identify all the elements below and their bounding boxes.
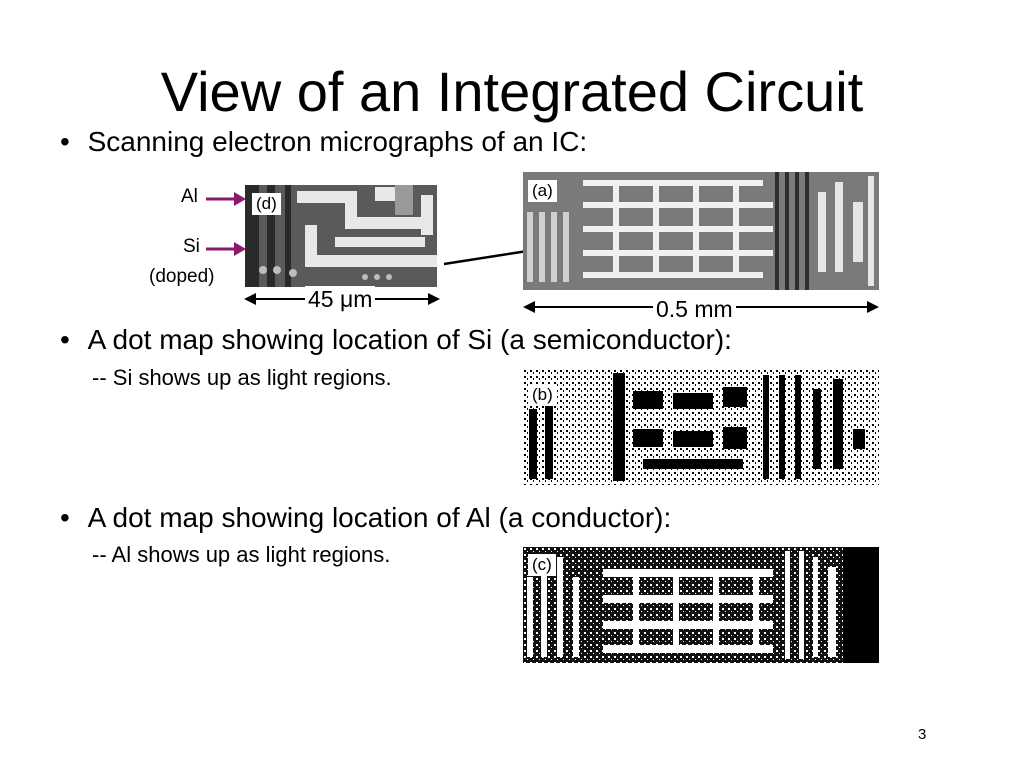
bullet-2-marker: •: [60, 324, 70, 355]
al-arrow: [206, 192, 246, 206]
micrograph-d: [245, 185, 437, 287]
bullet-3: • A dot map showing location of Al (a co…: [60, 502, 671, 534]
bullet-3-note: -- Al shows up as light regions.: [92, 542, 391, 567]
slide-title: View of an Integrated Circuit: [160, 60, 864, 123]
page-number: 3: [918, 726, 927, 743]
label-d: (d): [252, 193, 281, 215]
bullet-1-text: Scanning electron micrographs of an IC:: [87, 126, 588, 157]
bullet-2-text: A dot map showing location of Si (a semi…: [87, 324, 732, 355]
scale-a-text: 0.5 mm: [653, 296, 736, 322]
dot-map-b: [523, 369, 879, 485]
label-b: (b): [528, 384, 557, 406]
micrograph-a: [523, 172, 879, 290]
al-label: Al: [181, 186, 198, 207]
dot-map-c: [523, 547, 879, 663]
si-arrow: [206, 242, 246, 256]
bullet-2: • A dot map showing location of Si (a se…: [60, 324, 732, 356]
si-doped-label: (doped): [149, 266, 215, 287]
annotation-arrows: [206, 192, 246, 256]
bullet-1: • Scanning electron micrographs of an IC…: [60, 126, 587, 158]
si-label: Si: [183, 236, 200, 257]
bullet-3-text: A dot map showing location of Al (a cond…: [87, 502, 672, 533]
bullet-1-marker: •: [60, 126, 70, 157]
bullet-2-note: -- Si shows up as light regions.: [92, 365, 392, 390]
label-c: (c): [528, 554, 556, 576]
bullet-3-marker: •: [60, 502, 70, 533]
scale-d-text: 45 μm: [305, 286, 376, 312]
label-a: (a): [528, 180, 557, 202]
